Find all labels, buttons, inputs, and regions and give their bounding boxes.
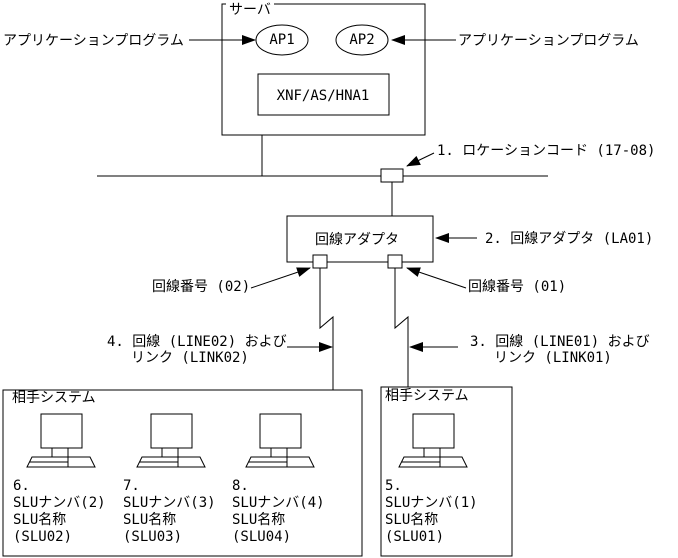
line01-link bbox=[394, 268, 409, 387]
location-code-label: 1. ロケーションコード (17-08) bbox=[437, 143, 655, 159]
terminal-slu-label: SLUナンバ(2) bbox=[13, 495, 106, 511]
server-label: サーバ bbox=[229, 2, 271, 18]
right-system-label: 相手システム bbox=[385, 388, 469, 404]
server-box bbox=[221, 3, 426, 136]
terminal-num-label: 8. bbox=[232, 478, 249, 494]
line02-annotation-line2: リンク (LINK02) bbox=[131, 350, 249, 366]
left-system-label: 相手システム bbox=[12, 390, 96, 406]
terminal-num-label: 5. bbox=[385, 478, 402, 494]
line-number-01-arrow bbox=[406, 267, 467, 289]
terminal-name-label: SLU名称 bbox=[13, 512, 66, 528]
line01-annotation-line2: リンク (LINK01) bbox=[494, 350, 612, 366]
app-program-label-right: アプリケーションプログラム bbox=[458, 33, 639, 49]
line-number-01-label: 回線番号 (01) bbox=[468, 279, 566, 295]
left-system-box bbox=[2, 389, 363, 557]
terminal-id-label: (SLU01) bbox=[385, 529, 444, 545]
terminal-name-label: SLU名称 bbox=[123, 512, 176, 528]
terminal-icon bbox=[136, 413, 206, 468]
terminal-slu-label: SLUナンバ(4) bbox=[232, 495, 325, 511]
ap1-label: AP1 bbox=[269, 32, 294, 48]
line02-link bbox=[319, 268, 334, 390]
xnf-label: XNF/AS/HNA1 bbox=[277, 88, 370, 104]
line-number-02-label: 回線番号 (02) bbox=[152, 279, 250, 295]
terminal-icon bbox=[245, 413, 315, 468]
xnf-box bbox=[257, 73, 390, 116]
ap2-label: AP2 bbox=[349, 32, 374, 48]
terminal-icon bbox=[26, 413, 96, 468]
location-code-arrow bbox=[406, 152, 435, 167]
app-program-label-left: アプリケーションプログラム bbox=[3, 33, 184, 49]
line01-annotation-line1: 3. 回線 (LINE01) および bbox=[470, 334, 650, 350]
adapter-label: 回線アダプタ bbox=[315, 232, 399, 248]
terminal-name-label: SLU名称 bbox=[232, 512, 285, 528]
adapter-port-right bbox=[387, 254, 403, 269]
terminal-id-label: (SLU04) bbox=[232, 529, 291, 545]
line02-annotation-line1: 4. 回線 (LINE02) および bbox=[107, 334, 287, 350]
terminal-id-label: (SLU02) bbox=[13, 529, 72, 545]
right-system-box bbox=[380, 386, 513, 557]
terminal-num-label: 7. bbox=[123, 478, 140, 494]
terminal-name-label: SLU名称 bbox=[385, 512, 438, 528]
bus-connector bbox=[380, 168, 404, 183]
ap1-ellipse bbox=[255, 24, 309, 56]
adapter-port-left bbox=[312, 254, 328, 269]
line-number-02-arrow bbox=[250, 267, 311, 289]
terminal-slu-label: SLUナンバ(3) bbox=[123, 495, 216, 511]
terminal-id-label: (SLU03) bbox=[123, 529, 182, 545]
ap2-ellipse bbox=[335, 24, 389, 56]
server-label-mask bbox=[226, 0, 274, 17]
terminal-icon bbox=[398, 413, 468, 468]
terminal-slu-label: SLUナンバ(1) bbox=[385, 495, 478, 511]
adapter-annotation-label: 2. 回線アダプタ (LA01) bbox=[485, 231, 653, 247]
terminal-num-label: 6. bbox=[13, 478, 30, 494]
adapter-box bbox=[286, 215, 434, 263]
